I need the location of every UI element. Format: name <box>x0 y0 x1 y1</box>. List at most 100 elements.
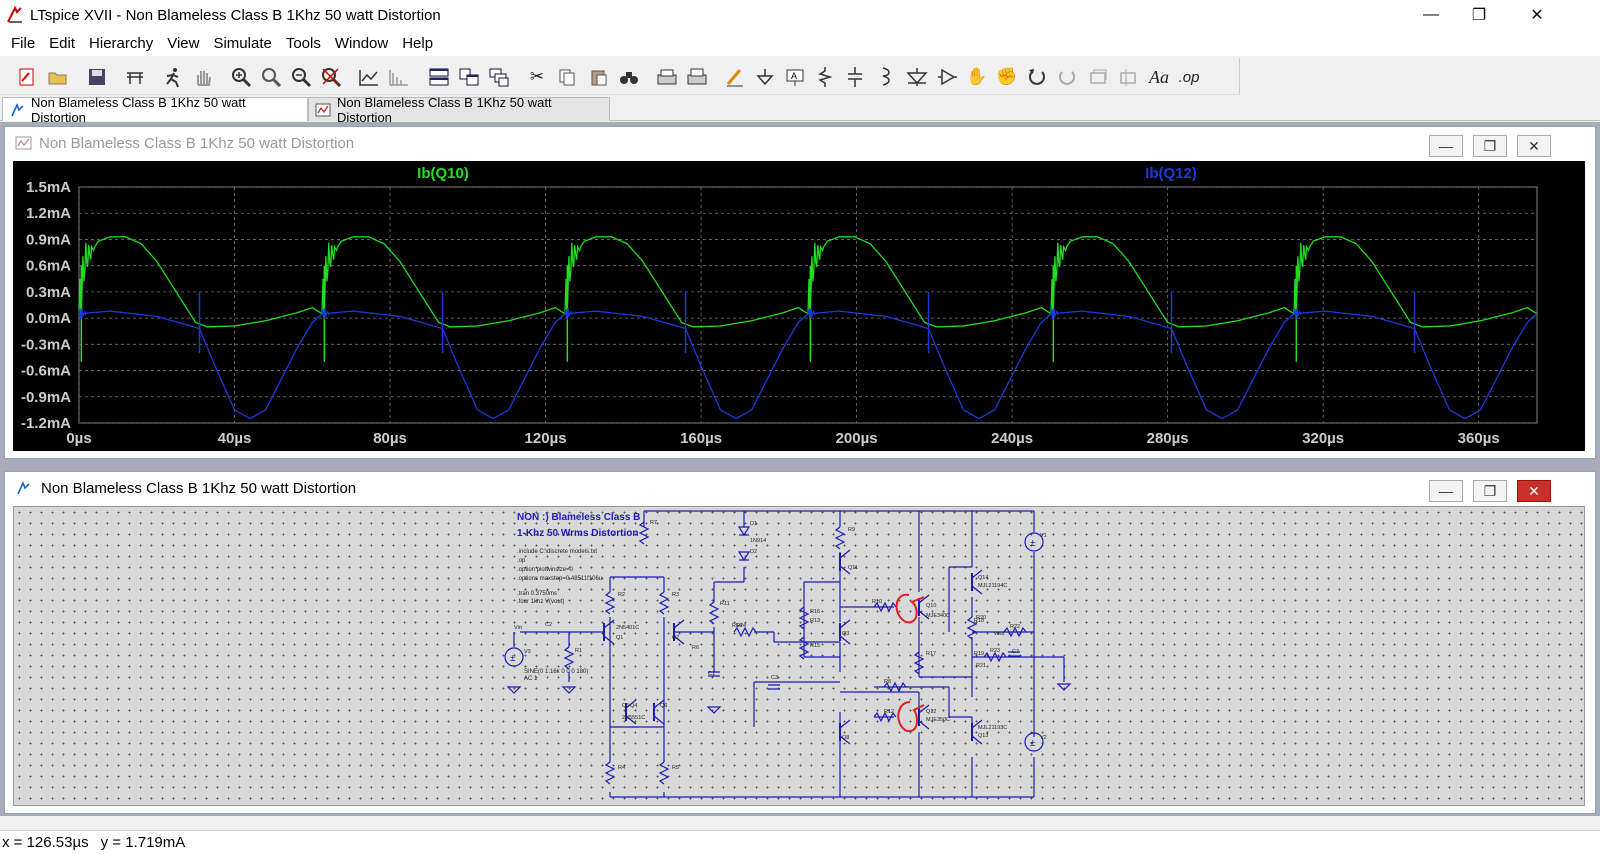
close-button[interactable]: ✕ <box>1530 7 1544 24</box>
waveform-maximize-button[interactable]: ❐ <box>1473 135 1507 157</box>
resistor-symbol[interactable] <box>966 616 978 640</box>
rotate-icon[interactable] <box>1086 64 1112 90</box>
zoom-fit-icon[interactable] <box>318 64 344 90</box>
component-label[interactable]: R14 <box>732 623 742 629</box>
voltage-source[interactable] <box>1024 732 1044 752</box>
menu-window[interactable]: Window <box>334 34 389 52</box>
ground-icon[interactable] <box>752 64 778 90</box>
voltage-source[interactable] <box>1024 532 1044 552</box>
schematic-minimize-button[interactable]: — <box>1429 480 1463 502</box>
component-label[interactable]: R8 <box>884 679 891 685</box>
waveform-minimize-button[interactable]: — <box>1429 135 1463 157</box>
halt-icon[interactable] <box>190 64 216 90</box>
part-name[interactable]: MJL21193C <box>978 725 1007 731</box>
schematic-drawing[interactable]: ±±±NON :) Blameless Class B1-Khz 50 Wrms… <box>14 507 1586 807</box>
resistor-symbol[interactable] <box>1003 626 1027 638</box>
transistor-symbol[interactable] <box>971 735 983 745</box>
resistor-symbol[interactable] <box>834 526 846 550</box>
find-icon[interactable] <box>616 64 642 90</box>
ground-symbol[interactable] <box>506 686 522 694</box>
transistor-symbol[interactable] <box>918 704 930 714</box>
control-panel-icon[interactable] <box>122 64 148 90</box>
cut-icon[interactable]: ✂ <box>529 67 545 86</box>
component-label[interactable]: R18 <box>974 618 984 624</box>
component-label[interactable]: V2 <box>1040 735 1047 741</box>
part-name[interactable]: 2N5401C <box>616 625 639 631</box>
spice-directive[interactable]: .tran 0.3750ms <box>517 591 557 597</box>
tile-horizontal-icon[interactable] <box>426 64 452 90</box>
resistor-symbol[interactable] <box>983 651 1007 663</box>
transistor-symbol[interactable] <box>673 619 685 629</box>
schematic-maximize-button[interactable]: ❐ <box>1473 480 1507 502</box>
zoom-out-icon[interactable] <box>288 64 314 90</box>
annotation-circle-q12[interactable] <box>897 701 925 733</box>
resistor-symbol[interactable] <box>883 681 907 693</box>
zoom-box-icon[interactable] <box>258 64 284 90</box>
transistor-symbol[interactable] <box>839 635 851 645</box>
part-name[interactable]: MJE350C <box>926 717 950 723</box>
component-label[interactable]: R11 <box>720 601 730 607</box>
component-label[interactable]: R3 <box>672 592 679 598</box>
print-preview-icon[interactable] <box>654 64 680 90</box>
resistor-symbol[interactable] <box>733 626 757 638</box>
transistor-symbol[interactable] <box>839 619 851 629</box>
text-icon[interactable]: Aa <box>1149 66 1169 87</box>
part-name[interactable]: MJE340C <box>926 613 950 619</box>
print-icon[interactable] <box>684 64 710 90</box>
voltage-source-sign[interactable]: ± <box>510 653 516 664</box>
transistor-symbol[interactable] <box>625 699 637 709</box>
run-icon[interactable] <box>160 64 186 90</box>
schematic-close-button[interactable]: ✕ <box>1517 480 1551 502</box>
ground-symbol[interactable] <box>561 686 577 694</box>
move-icon[interactable]: ✋ <box>966 67 988 86</box>
cascade-icon[interactable] <box>486 64 512 90</box>
voltage-source[interactable] <box>504 647 524 667</box>
component-label[interactable]: R22 <box>1010 624 1020 630</box>
part-name[interactable]: 2N5551C <box>622 715 645 721</box>
component-label[interactable]: R6 <box>692 645 699 651</box>
diode-icon[interactable] <box>904 64 930 90</box>
undo-icon[interactable] <box>1024 64 1050 90</box>
resistor-symbol[interactable] <box>913 651 925 675</box>
menu-file[interactable]: File <box>11 34 36 52</box>
transistor-symbol[interactable] <box>653 715 665 725</box>
transistor-symbol[interactable] <box>653 699 665 709</box>
component-label[interactable]: Vin <box>514 625 522 631</box>
component-label[interactable]: R17 <box>926 651 936 657</box>
menu-edit[interactable]: Edit <box>49 34 76 52</box>
component-label[interactable]: Q6 <box>660 703 667 709</box>
zoom-in-icon[interactable] <box>228 64 254 90</box>
save-icon[interactable] <box>84 64 110 90</box>
component-label[interactable]: R7 <box>650 520 657 526</box>
menu-simulate[interactable]: Simulate <box>213 34 272 52</box>
redo-icon[interactable] <box>1054 64 1080 90</box>
spice-directive[interactable]: .option plotwinsize=0 <box>517 567 574 573</box>
transistor-symbol[interactable] <box>673 635 685 645</box>
component-label[interactable]: R20 <box>976 615 986 621</box>
resistor-icon[interactable] <box>812 64 838 90</box>
annotation-circle-q10[interactable] <box>895 593 925 624</box>
open-icon[interactable] <box>45 64 71 90</box>
component-label[interactable]: Q2 <box>672 635 679 641</box>
component-label[interactable]: Q14 <box>978 575 988 581</box>
resistor-symbol[interactable] <box>658 591 670 615</box>
resistor-symbol[interactable] <box>873 601 897 613</box>
component-label[interactable]: Q13 <box>978 733 988 739</box>
diode-symbol[interactable] <box>737 526 751 537</box>
component-label[interactable]: V1 <box>1040 533 1047 539</box>
restore-button[interactable]: ❐ <box>1471 7 1487 24</box>
transistor-symbol[interactable] <box>603 635 615 645</box>
resistor-symbol[interactable] <box>708 601 720 625</box>
minimize-button[interactable]: — <box>1423 6 1439 23</box>
component-label[interactable]: R12 <box>884 709 894 715</box>
component-label[interactable]: Q10 <box>926 603 936 609</box>
paste-icon[interactable] <box>586 64 612 90</box>
component-label[interactable]: R16 <box>810 609 820 615</box>
component-label[interactable]: C2 <box>545 622 552 628</box>
transistor-symbol[interactable] <box>603 619 615 629</box>
copy-icon[interactable] <box>554 64 580 90</box>
voltage-source-sign[interactable]: ± <box>1030 538 1036 549</box>
resistor-symbol[interactable] <box>563 646 575 670</box>
new-schematic-icon[interactable] <box>14 64 40 90</box>
